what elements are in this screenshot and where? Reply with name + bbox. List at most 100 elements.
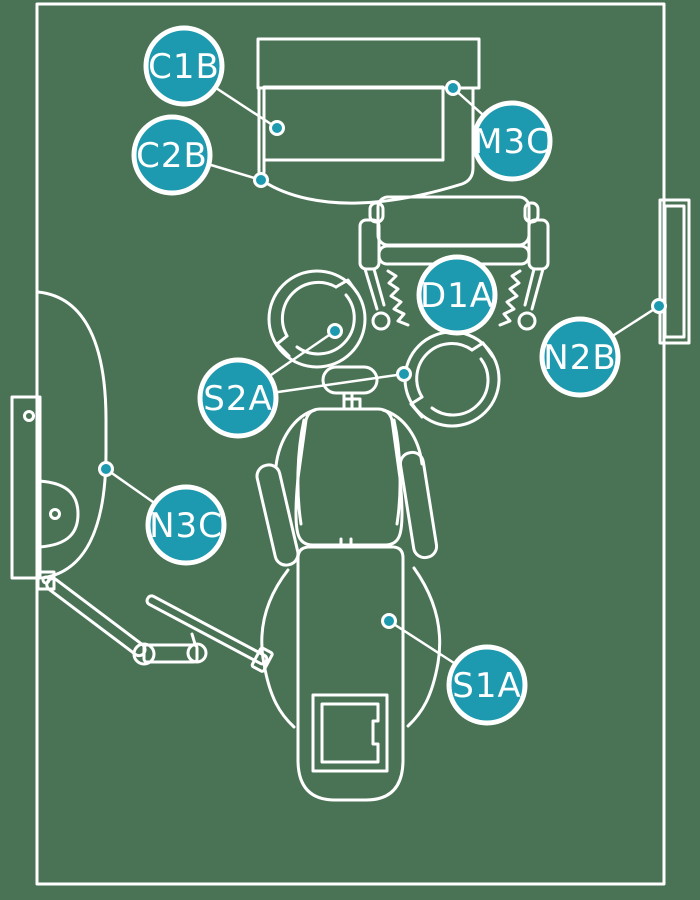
- leader-line-s2a-2: [276, 372, 406, 394]
- callout-circle-n2b: [539, 316, 621, 398]
- leader-dot-n2b: [651, 298, 667, 314]
- stool-right: [403, 330, 501, 428]
- leader-dots: [98, 80, 667, 629]
- callout-label-s1a: S1A: [452, 666, 521, 706]
- callout-circle-d1a: [416, 254, 498, 336]
- chair-wing-inner-right: [392, 418, 402, 526]
- stool-left-seat: [267, 269, 367, 369]
- leader-dot-m3c: [445, 80, 461, 96]
- hose-coil-right: [498, 269, 522, 327]
- wall-panel-right: [658, 198, 691, 345]
- stool-right-back-arc-2: [430, 357, 490, 417]
- callout-marker-n3c[interactable]: N3C: [145, 484, 227, 566]
- leader-dot-s2a-1: [327, 323, 343, 339]
- side-cabinet-outline: [36, 290, 108, 580]
- callout-label-c1b: C1B: [148, 47, 220, 87]
- chair-base-right: [406, 566, 442, 728]
- stool-left-back-arc-1: [280, 280, 338, 338]
- wall-panel-right-outer: [658, 198, 691, 345]
- chair-wing-inner-left: [296, 418, 306, 526]
- leader-line-s1a: [387, 619, 456, 665]
- table-joint-left: [371, 311, 391, 331]
- leader-dot-n3c: [98, 461, 114, 477]
- leader-dot-c2b: [253, 172, 269, 188]
- cabinet-front: [262, 85, 445, 162]
- leader-dot-c1b: [269, 120, 285, 136]
- chair-armrest-left: [255, 463, 300, 567]
- leader-line-s2a-1: [269, 329, 337, 377]
- callout-label-s2a: S2A: [203, 379, 272, 419]
- chair-legrest: [296, 545, 405, 802]
- arm-segment-2: [145, 594, 269, 666]
- table-bracket-right: [527, 218, 550, 271]
- cabinet-side-line: [257, 86, 264, 182]
- chair-wing-outer-left: [274, 408, 317, 468]
- arm-end-cap: [250, 646, 274, 673]
- callout-circle-s1a: [446, 644, 528, 726]
- callout-label-m3c: M3C: [473, 122, 551, 162]
- side-unit-left: [10, 290, 108, 580]
- leader-lines: [104, 86, 661, 665]
- callout-marker-d1a[interactable]: D1A: [416, 254, 498, 336]
- callout-marker-s2a[interactable]: S2A: [197, 357, 279, 439]
- wall-recess-hole: [49, 508, 61, 520]
- table-leg-left: [363, 267, 386, 311]
- callout-marker-c1b[interactable]: C1B: [143, 25, 225, 107]
- stool-right-back-arc-1: [415, 342, 474, 399]
- hose-coil-left: [386, 269, 410, 327]
- callout-marker-c2b[interactable]: C2B: [131, 114, 213, 196]
- table-joint-right: [517, 311, 537, 331]
- callout-circle-c2b: [131, 114, 213, 196]
- treatment-table: [358, 195, 550, 331]
- stool-right-hook-ne: [470, 341, 495, 359]
- arm-segment-1: [45, 577, 147, 658]
- stool-left-hook-ne: [334, 278, 360, 296]
- callout-circle-s2a: [197, 357, 279, 439]
- callout-circle-c1b: [143, 25, 225, 107]
- wall-panel-right-inner: [663, 204, 686, 339]
- arm-joint-2: [186, 642, 208, 664]
- leader-dot-s2a-2: [396, 366, 412, 382]
- stool-left-hook-sw: [275, 334, 291, 358]
- patient-chair: [255, 365, 442, 802]
- callout-circle-m3c: [471, 100, 553, 182]
- callout-circle-n3c: [145, 484, 227, 566]
- table-pad: [376, 195, 531, 247]
- foot-control-inner: [320, 702, 380, 764]
- arm-joint-1: [132, 642, 156, 666]
- wall-panel-left: [10, 395, 42, 580]
- chair-armrest-right: [398, 450, 439, 560]
- stool-left: [267, 269, 367, 369]
- stool-left-back-arc-2: [295, 293, 356, 356]
- arm-link-bar: [142, 643, 199, 664]
- chair-headrest: [321, 365, 379, 395]
- leader-line-c2b: [209, 163, 263, 182]
- leader-line-n3c: [104, 467, 155, 504]
- callout-marker-s1a[interactable]: S1A: [446, 644, 528, 726]
- articulated-arm: [36, 570, 274, 673]
- callout-marker-n2b[interactable]: N2B: [539, 316, 621, 398]
- chair-headrest-stem: [342, 391, 362, 410]
- table-leg-right: [523, 267, 545, 311]
- callout-label-d1a: D1A: [420, 276, 494, 316]
- foot-control-box: [311, 693, 389, 773]
- room-outline: [35, 2, 666, 886]
- cabinet-unit: [256, 37, 481, 205]
- leader-dot-s1a: [381, 613, 397, 629]
- arm-pivot-mount: [36, 570, 56, 591]
- callout-label-c2b: C2B: [136, 136, 208, 176]
- arm-joint-2-link: [190, 632, 197, 646]
- leader-line-c1b: [214, 86, 279, 130]
- cabinet-counter: [256, 37, 481, 90]
- leader-line-n2b: [612, 304, 661, 337]
- stool-right-hook-sw: [409, 395, 424, 419]
- callout-marker-m3c[interactable]: M3C: [471, 100, 553, 182]
- wall-recess-left: [37, 479, 80, 549]
- chair-backrest: [294, 407, 404, 547]
- table-bracket-left: [358, 218, 381, 271]
- callout-label-n2b: N2B: [543, 338, 616, 378]
- wall-panel-left-hole: [23, 410, 35, 422]
- callout-label-n3c: N3C: [149, 506, 223, 546]
